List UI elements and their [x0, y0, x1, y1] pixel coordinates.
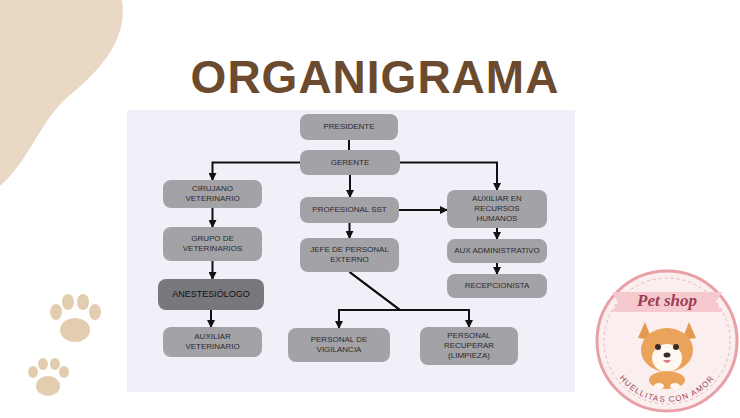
box-label: ANESTESIÓLOGO [172, 289, 250, 300]
org-box: JEFE DE PERSONAL EXTERNO [300, 238, 399, 272]
org-box: ANESTESIÓLOGO [158, 279, 264, 310]
connector [339, 272, 400, 328]
diagram-panel [127, 110, 575, 392]
svg-text:HUELLITAS CON AMOR: HUELLITAS CON AMOR [618, 373, 716, 404]
connector [210, 310, 212, 327]
box-label: PROFESIONAL SST [312, 205, 386, 215]
box-label: AUXILIAR EN RECURSOS HUMANOS [453, 194, 541, 224]
org-box: GRUPO DE VETERINARIOS [163, 227, 262, 261]
connector [349, 175, 351, 197]
connector [496, 228, 498, 239]
box-label: AUX ADMINISTRATIVO [454, 246, 540, 256]
org-box: GERENTE [300, 150, 400, 175]
org-box: PROFESIONAL SST [300, 197, 399, 223]
connector [349, 223, 351, 238]
connector [348, 140, 350, 150]
box-label: PERSONAL DE VIGILANCIA [294, 335, 384, 355]
diagram-title: ORGANIGRAMA [0, 50, 740, 104]
org-box: RECEPCIONISTA [447, 274, 547, 298]
connector [212, 208, 214, 227]
org-box: AUX ADMINISTRATIVO [447, 239, 547, 263]
org-box: AUXILIAR EN RECURSOS HUMANOS [447, 190, 547, 228]
paw-print [28, 358, 69, 396]
box-label: GRUPO DE VETERINARIOS [169, 234, 256, 254]
box-label: PERSONAL RECUPERAR (LIMPIEZA) [426, 331, 512, 361]
connector [399, 209, 447, 211]
org-box: PERSONAL DE VIGILANCIA [288, 328, 390, 362]
logo-name: Pet shop [617, 291, 717, 311]
box-label: RECEPCIONISTA [465, 281, 530, 291]
connector [212, 261, 214, 279]
connector [496, 263, 498, 274]
paw-print [50, 294, 101, 342]
box-label: PRESIDENTE [323, 122, 374, 132]
org-box: PRESIDENTE [300, 114, 398, 140]
org-box: CIRUJANO VETERINARIO [163, 180, 262, 208]
corner-blob [0, 0, 123, 186]
connector [400, 163, 497, 191]
box-label: GERENTE [331, 158, 370, 168]
logo-slogan: HUELLITAS CON AMOR [618, 373, 716, 404]
logo [597, 271, 737, 411]
box-label: CIRUJANO VETERINARIO [169, 184, 256, 204]
org-box: PERSONAL RECUPERAR (LIMPIEZA) [420, 327, 518, 365]
connector [213, 163, 301, 181]
box-label: AUXILIAR VETERINARIO [169, 332, 256, 352]
org-box: AUXILIAR VETERINARIO [163, 327, 262, 357]
box-label: JEFE DE PERSONAL EXTERNO [306, 245, 393, 265]
